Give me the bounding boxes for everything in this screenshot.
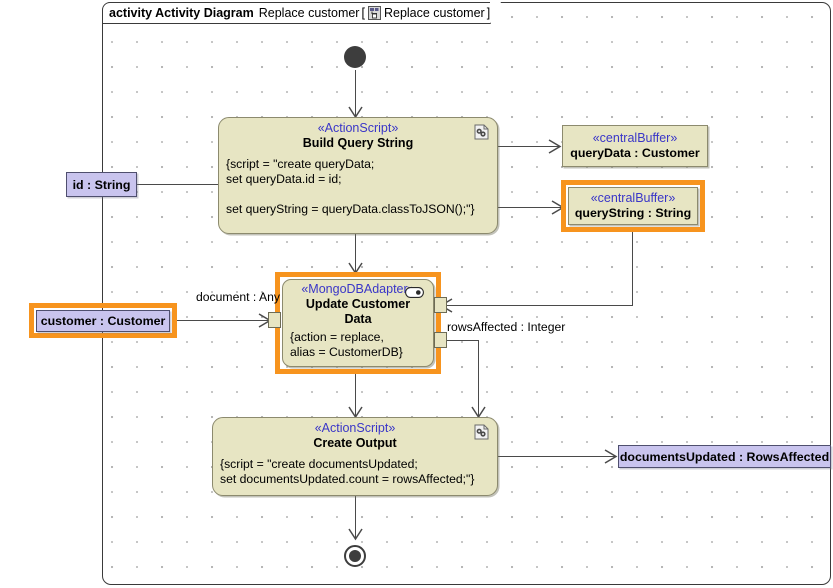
selection-highlight-customer (29, 303, 177, 338)
action-name-line2: Data (344, 312, 372, 326)
capsule-icon (405, 285, 424, 298)
diagram-frame-label[interactable]: activity Activity Diagram Replace custom… (102, 1, 502, 24)
edge-rowsaffected-v (478, 340, 480, 417)
edge-label-rows-affected: rowsAffected : Integer (447, 320, 566, 334)
initial-node[interactable] (344, 46, 366, 68)
edge-build-to-querydata (498, 146, 560, 148)
script-icon (474, 124, 489, 140)
activity-diagram-icon (367, 6, 381, 20)
frame-keyword: activity Activity Diagram (109, 6, 254, 20)
action-body-line2: alias = CustomerDB} (290, 345, 403, 359)
activity-parameter-customer[interactable]: customer : Customer (36, 310, 170, 332)
script-icon (474, 424, 489, 440)
edge-label-document-any: document : Any (196, 290, 281, 304)
action-stereotype: «MongoDBAdapter» (301, 282, 415, 296)
edge-rowsaffected-h (444, 340, 479, 342)
action-name: Create Output (313, 436, 397, 450)
central-buffer-query-string[interactable]: «centralBuffer» queryString : String (568, 187, 698, 225)
output-pin-rows-affected[interactable] (434, 332, 447, 348)
activity-parameter-id[interactable]: id : String (66, 172, 137, 197)
action-body-line4: set queryString = queryData.classToJSON(… (226, 202, 475, 216)
action-body-line3 (219, 187, 497, 202)
action-build-query-string[interactable]: «ActionScript» Build Query String {scrip… (218, 117, 498, 234)
edge-create-to-final (355, 496, 357, 539)
action-body-line2: set queryData.id = id; (226, 172, 342, 186)
action-body-line1: {script = "create documentsUpdated; (220, 457, 418, 471)
input-pin-document[interactable] (268, 312, 281, 328)
selection-highlight-query-string (561, 180, 705, 232)
action-name: Build Query String (302, 136, 414, 150)
buffer-stereotype: «centralBuffer» (592, 131, 678, 145)
frame-bracket-open: [ (361, 6, 365, 20)
buffer-name: queryString : String (574, 206, 692, 220)
buffer-name: queryData : Customer (570, 146, 700, 160)
activity-parameter-documents-updated[interactable]: documentsUpdated : RowsAffected (618, 445, 831, 468)
frame-bracket-close: ] (486, 6, 491, 20)
central-buffer-query-data[interactable]: «centralBuffer» queryData : Customer (562, 125, 708, 167)
action-update-customer-data[interactable]: «MongoDBAdapter» Update Customer Data {a… (282, 279, 434, 367)
edge-querystring-to-update (445, 305, 633, 307)
action-body-line1: {action = replace, (290, 330, 384, 344)
action-stereotype: «ActionScript» (317, 121, 399, 135)
edge-create-to-documentsupdated (498, 456, 615, 458)
buffer-stereotype: «centralBuffer» (590, 191, 676, 205)
action-body-line2: set documentsUpdated.count = rowsAffecte… (220, 472, 475, 486)
action-body-line1: {script = "create queryData; (226, 157, 375, 171)
activity-final-node-center (349, 550, 361, 562)
action-create-output[interactable]: «ActionScript» Create Output {script = "… (212, 417, 498, 496)
edge-update-to-create (355, 372, 357, 417)
input-pin-query-string[interactable] (434, 297, 447, 313)
edge-querystring-down (632, 232, 634, 305)
edge-build-to-update (355, 234, 357, 273)
edge-id-to-build (137, 184, 266, 186)
edge-customer-to-update (176, 320, 272, 322)
frame-context-name: Replace customer (383, 6, 485, 20)
edge-initial-to-build (355, 70, 357, 117)
frame-diagram-name: Replace customer (258, 6, 360, 20)
edge-build-to-querystring (498, 207, 564, 209)
action-stereotype: «ActionScript» (314, 421, 396, 435)
action-name-line1: Update Customer (305, 297, 411, 311)
